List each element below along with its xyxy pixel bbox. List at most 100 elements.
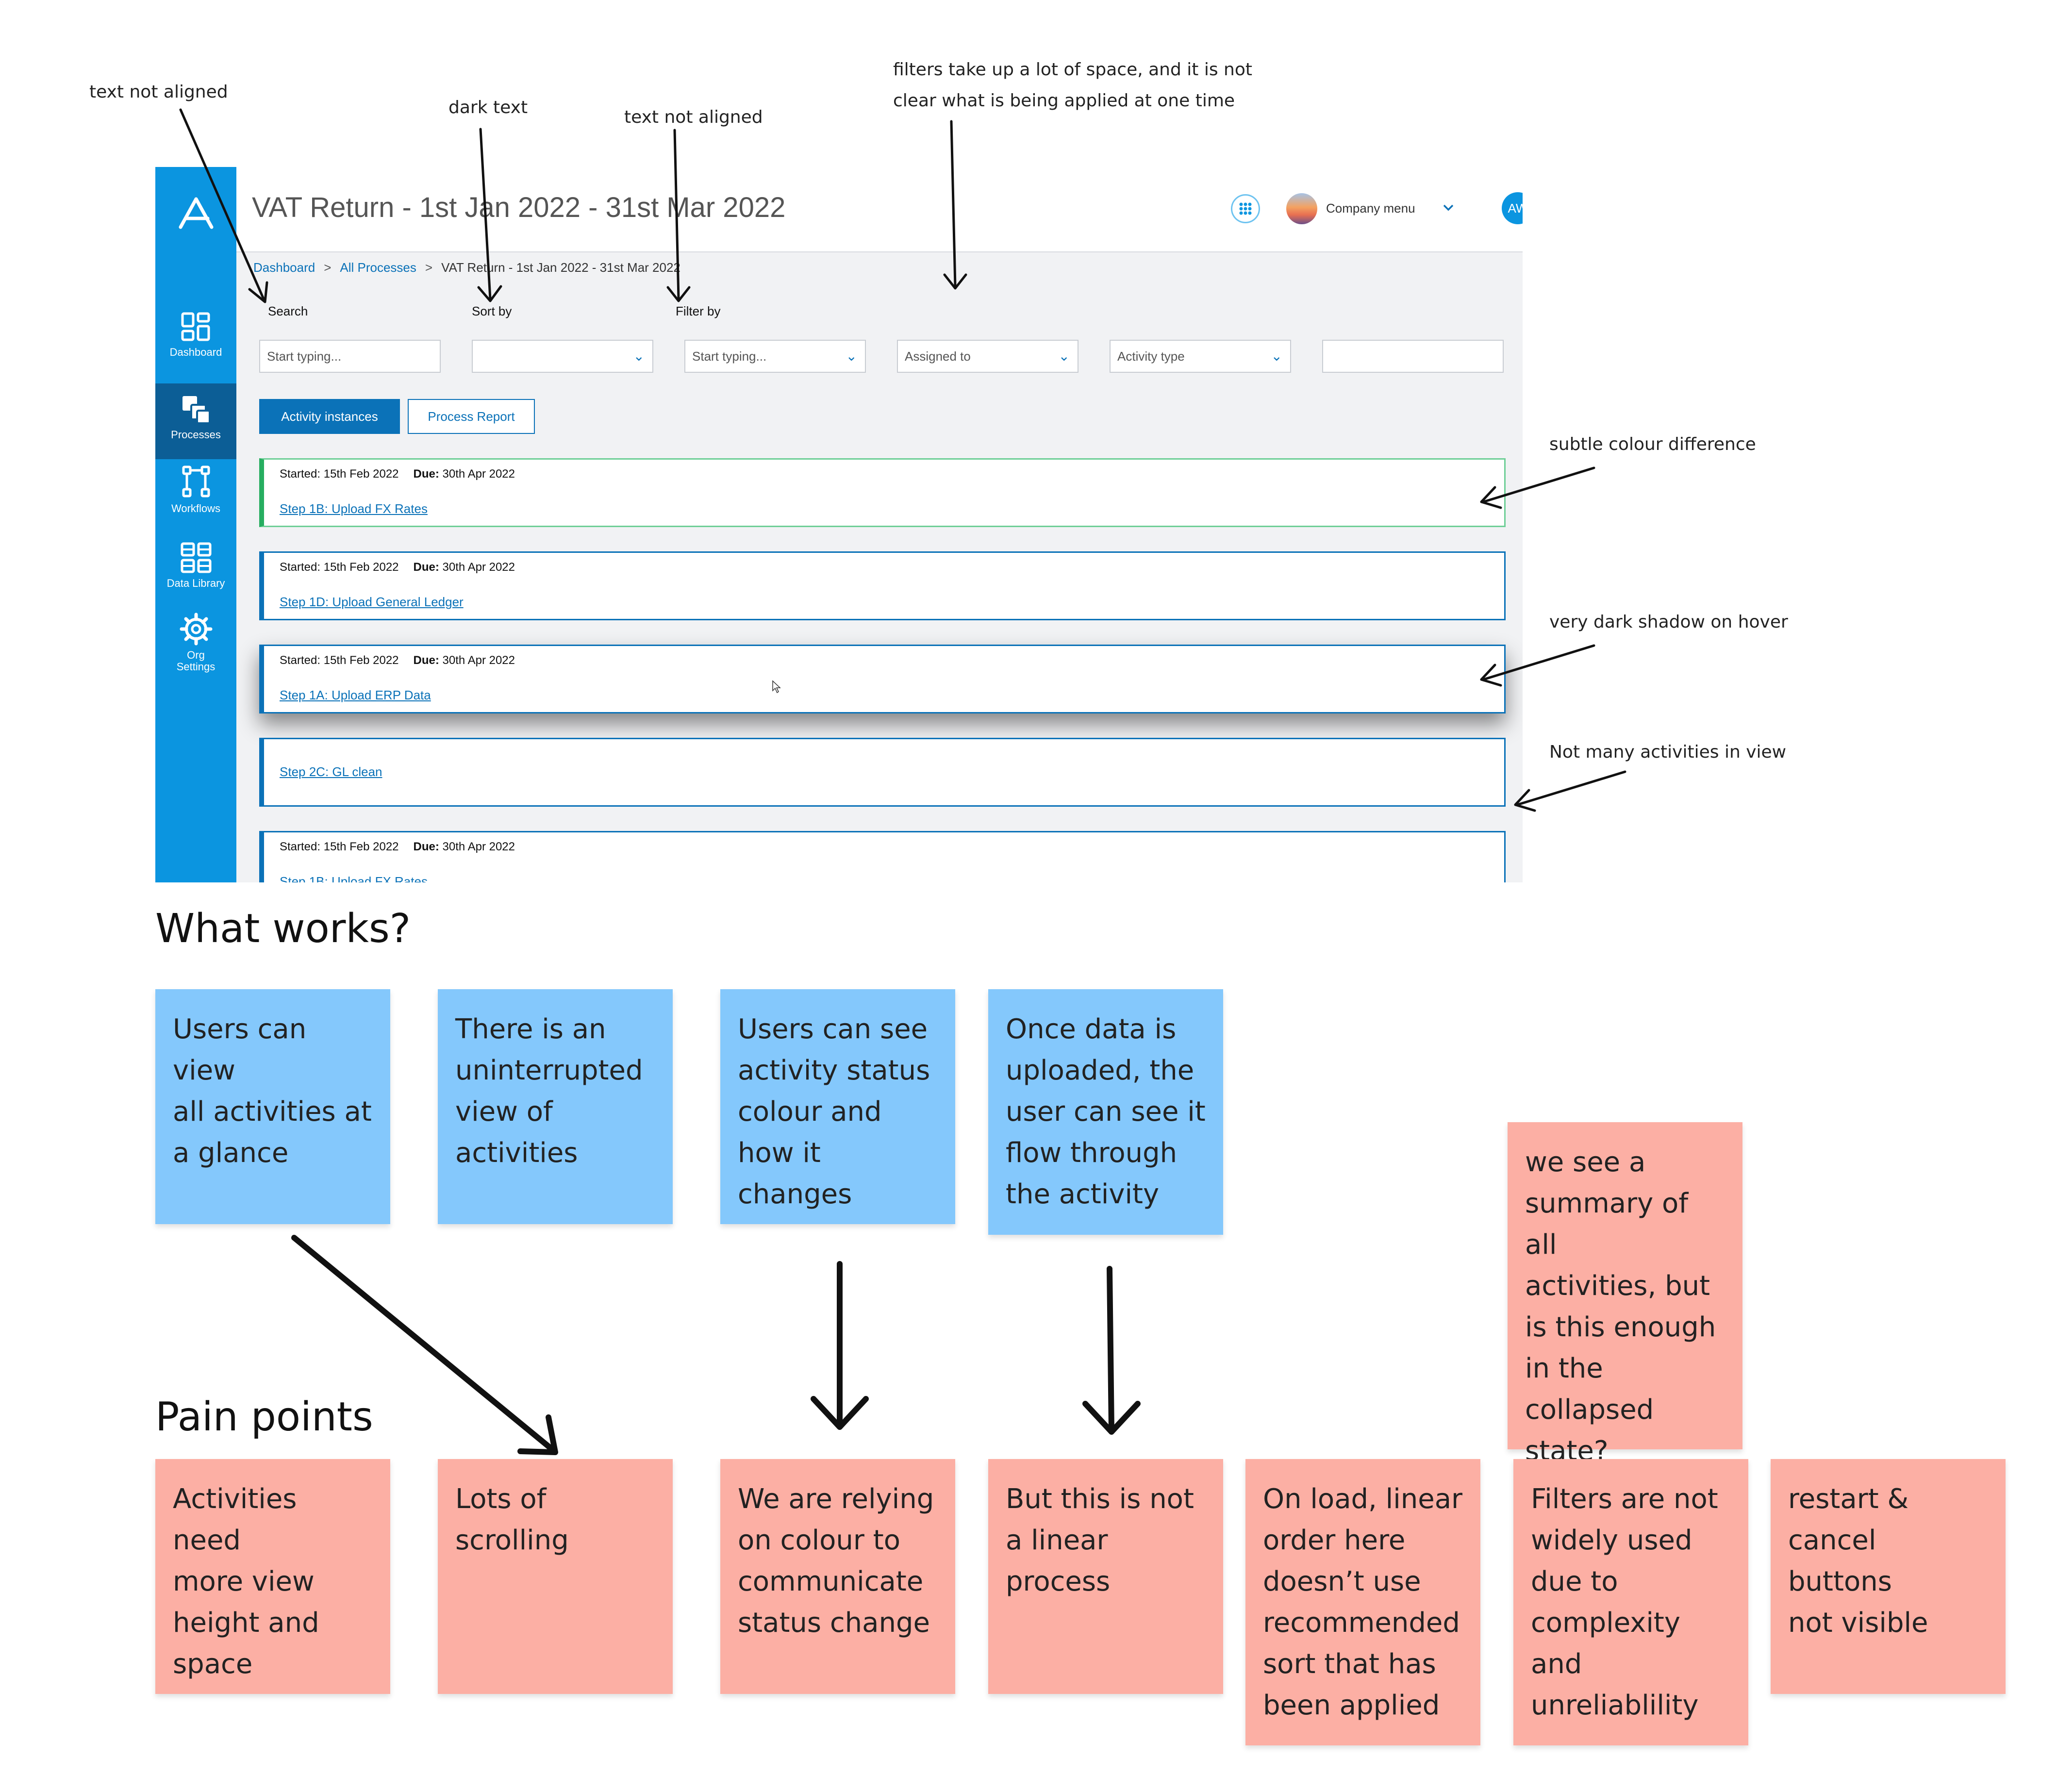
dashboard-icon <box>181 312 212 343</box>
sticky-note: Activities need more view height and spa… <box>155 1459 390 1694</box>
sidebar-item-dashboard[interactable]: Dashboard <box>155 312 236 384</box>
chevron-down-icon <box>1442 201 1455 217</box>
sticky-note: On load, linear order here doesn’t use r… <box>1245 1459 1480 1745</box>
card-due-label: Due: <box>413 561 439 574</box>
card-step-link[interactable]: Step 2C: GL clean <box>280 764 382 779</box>
filter-input[interactable]: Start typing...⌄ <box>684 340 866 373</box>
arrow-line <box>479 128 492 300</box>
assigned-to-label: Assigned to <box>905 349 971 364</box>
arrow-line <box>673 129 680 300</box>
breadcrumb-dashboard[interactable]: Dashboard <box>253 260 315 275</box>
annotation-filters-line1: filters take up a lot of space, and it i… <box>893 60 1253 80</box>
company-menu-label: Company menu <box>1326 201 1415 216</box>
big-arrow-line <box>291 1235 556 1453</box>
processes-icon <box>181 394 212 425</box>
chevron-down-icon: ⌄ <box>1271 348 1282 364</box>
arrow-head <box>666 286 691 302</box>
sticky-note: But this is not a linear process <box>988 1459 1223 1694</box>
sidebar-item-label: Org Settings <box>176 649 216 673</box>
card-started: Started: 15th Feb 2022 <box>280 654 399 667</box>
company-menu[interactable]: Company menu <box>1286 192 1476 224</box>
card-step-link[interactable]: Step 1B: Upload FX Rates <box>280 501 428 516</box>
annotation-filters-line2: clear what is being applied at one time <box>893 91 1235 111</box>
page-title: VAT Return - 1st Jan 2022 - 31st Mar 202… <box>252 192 786 223</box>
arrow-head <box>943 273 967 290</box>
sidebar-item-label: Processes <box>171 429 221 441</box>
sticky-note: There is an uninterrupted view of activi… <box>438 989 673 1224</box>
annotation-not-many: Not many activities in view <box>1549 742 1787 762</box>
cursor-icon <box>772 680 781 696</box>
card-due-label: Due: <box>413 654 439 667</box>
breadcrumb-all-processes[interactable]: All Processes <box>340 260 416 275</box>
sort-select[interactable]: ⌄ <box>472 340 653 373</box>
annotation-subtle-colour: subtle colour difference <box>1549 434 1756 454</box>
arrow-head <box>248 281 268 303</box>
chevron-down-icon: ⌄ <box>633 348 645 364</box>
arrow-head <box>1514 789 1536 812</box>
search-input[interactable]: Start typing... <box>259 340 441 373</box>
gear-icon <box>180 613 213 646</box>
annotation-text-not-aligned: text not aligned <box>89 82 228 102</box>
sidebar-item-processes[interactable]: Processes <box>155 383 236 459</box>
card-due-date: 30th Apr 2022 <box>442 840 515 853</box>
tab-process-report[interactable]: Process Report <box>408 399 535 434</box>
card-due-date: 30th Apr 2022 <box>442 561 515 574</box>
chevron-down-icon: ⌄ <box>1058 348 1070 364</box>
sidebar-item-data-library[interactable]: Data Library <box>155 542 236 614</box>
app-logo-icon <box>179 197 214 232</box>
annotation-text-not-aligned-2: text not aligned <box>624 107 763 127</box>
arrow-line <box>1482 466 1595 503</box>
filter-placeholder: Start typing... <box>692 349 767 364</box>
sticky-note: we see a summary of all activities, but … <box>1508 1122 1742 1467</box>
activity-type-select[interactable]: Activity type ⌄ <box>1110 340 1291 373</box>
apps-grid-icon[interactable] <box>1231 194 1260 223</box>
what-works-heading: What works? <box>155 906 411 952</box>
annotation-dark-shadow: very dark shadow on hover <box>1549 612 1788 632</box>
sticky-note: Filters are not widely used due to compl… <box>1513 1459 1748 1745</box>
sticky-note: We are relying on colour to communicate … <box>720 1459 955 1694</box>
sort-label: Sort by <box>472 304 512 318</box>
assigned-to-select[interactable]: Assigned to ⌄ <box>897 340 1078 373</box>
breadcrumb: Dashboard>All Processes>VAT Return - 1st… <box>253 260 680 275</box>
activity-type-label: Activity type <box>1117 349 1185 364</box>
big-arrow-head <box>1082 1401 1141 1435</box>
tab-activity-instances[interactable]: Activity instances <box>259 399 400 434</box>
card-step-link[interactable]: Step 1B: Upload FX Rates <box>280 874 428 882</box>
top-bar: VAT Return - 1st Jan 2022 - 31st Mar 202… <box>236 167 1523 252</box>
avatar[interactable]: AW <box>1502 192 1523 224</box>
big-arrow-line <box>1107 1266 1114 1433</box>
breadcrumb-separator: > <box>425 260 433 275</box>
sidebar-item-label: Workflows <box>171 502 221 514</box>
data-library-icon <box>180 542 212 574</box>
sidebar-item-label: Dashboard <box>169 346 222 358</box>
big-arrow-head <box>517 1414 558 1455</box>
card-due-date: 30th Apr 2022 <box>442 467 515 481</box>
workflows-icon <box>181 465 212 499</box>
activity-card[interactable]: Step 2C: GL clean <box>259 738 1506 807</box>
sidebar-item-workflows[interactable]: Workflows <box>155 465 236 538</box>
sidebar-item-org-settings[interactable]: Org Settings <box>155 613 236 690</box>
search-label: Search <box>268 304 308 318</box>
sticky-note: Lots of scrolling <box>438 1459 673 1694</box>
company-logo <box>1286 193 1317 224</box>
pain-points-heading: Pain points <box>155 1394 373 1440</box>
card-step-link[interactable]: Step 1D: Upload General Ledger <box>280 595 464 609</box>
breadcrumb-current: VAT Return - 1st Jan 2022 - 31st Mar 202… <box>441 260 680 275</box>
arrow-line <box>950 120 957 288</box>
extra-filter-input[interactable] <box>1322 340 1504 373</box>
arrow-line <box>179 108 265 301</box>
sticky-note: restart & cancel buttons not visible <box>1771 1459 2006 1694</box>
arrow-line <box>1516 770 1626 806</box>
sticky-note: Once data is uploaded, the user can see … <box>988 989 1223 1235</box>
card-step-link[interactable]: Step 1A: Upload ERP Data <box>280 688 431 702</box>
sticky-note: Users can see activity status colour and… <box>720 989 955 1224</box>
